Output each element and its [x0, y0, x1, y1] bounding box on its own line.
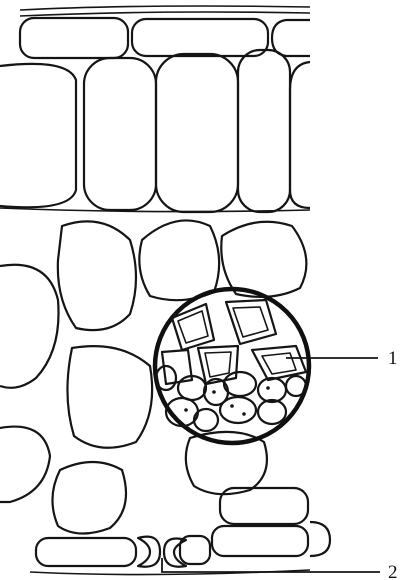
upper-cuticle — [20, 6, 310, 16]
label-2: 2 — [388, 562, 398, 580]
vascular-bundle — [155, 289, 309, 443]
label-1: 1 — [388, 348, 398, 369]
palisade-layer — [0, 50, 310, 212]
upper-epidermis — [20, 18, 310, 58]
spongy-mesophyll — [0, 220, 306, 533]
